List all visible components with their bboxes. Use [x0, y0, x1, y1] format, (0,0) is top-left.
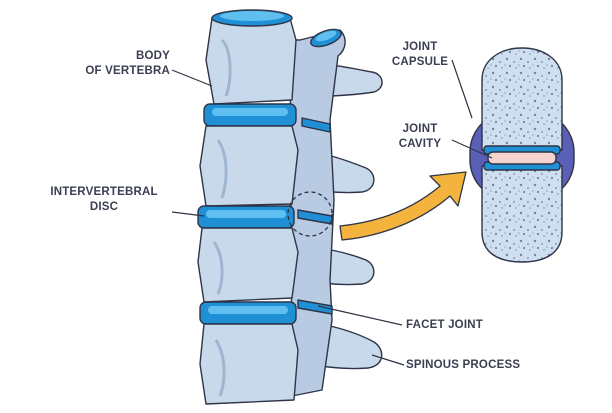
leader-body: [171, 69, 213, 87]
zoom-arrow: [339, 171, 467, 241]
intervertebral-disc-3: [199, 301, 297, 325]
label-capsule-line-2: CAPSULE: [391, 56, 449, 68]
vertebra-body-4: [199, 323, 299, 405]
joint-zoom: [469, 47, 575, 263]
vertebra-body-2: [199, 125, 299, 207]
facet-joint-band-3: [297, 299, 333, 315]
label-facet-joint: FACET JOINT: [406, 319, 483, 331]
label-capsule-line-1: JOINT: [402, 41, 438, 53]
articular-pillar: [289, 28, 346, 397]
label-joint-capsule: JOINT CAPSULE: [388, 40, 452, 70]
label-cavity-line-2: CAVITY: [398, 138, 442, 150]
lower-bone: [481, 165, 563, 263]
facet-joint-highlight: [287, 191, 333, 237]
label-disc-line-1: INTERVERTEBRAL: [50, 186, 158, 198]
facet-joint-band-1: [301, 117, 331, 133]
leader-disc: [171, 211, 205, 217]
label-body-of-vertebra: BODY OF VERTEBRA: [62, 49, 170, 79]
label-cavity-line-1: JOINT: [402, 123, 438, 135]
facet-joint-band-2: [297, 209, 333, 225]
label-intervertebral-disc: INTERVERTEBRAL DISC: [40, 185, 168, 215]
leader-spinous: [371, 354, 405, 366]
leader-facet: [317, 305, 403, 326]
vertebra-body-3: [197, 227, 299, 303]
label-body-line-1: BODY: [135, 50, 170, 62]
intervertebral-disc-1: [203, 103, 297, 127]
label-disc-line-2: DISC: [89, 201, 119, 213]
label-joint-cavity: JOINT CAVITY: [388, 122, 452, 152]
label-spinous-process: SPINOUS PROCESS: [406, 359, 521, 371]
upper-bone: [481, 47, 563, 151]
spine-column: [197, 9, 383, 405]
leader-capsule: [451, 59, 473, 119]
intervertebral-disc-2: [197, 205, 295, 229]
label-body-line-2: OF VERTEBRA: [85, 65, 170, 77]
vertebra-body-1: [205, 9, 297, 105]
leader-lines: [171, 59, 493, 366]
joint-cavity-shape: [487, 151, 557, 165]
leader-cavity: [451, 139, 493, 159]
